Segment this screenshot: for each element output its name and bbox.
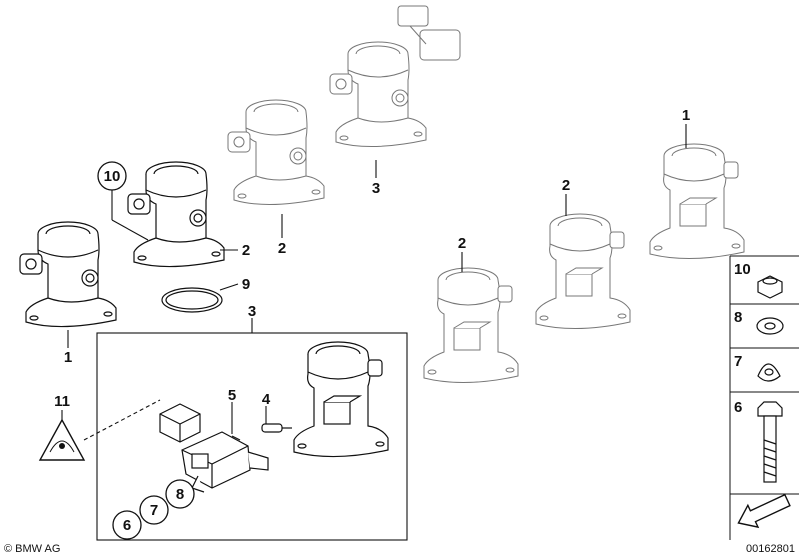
throttle-body-front-2 bbox=[127, 161, 225, 268]
callout-10: 10 bbox=[104, 168, 121, 185]
pin-4 bbox=[261, 423, 292, 433]
callout-circle-10 bbox=[97, 161, 127, 191]
washer-icon bbox=[756, 317, 784, 335]
arrow-icon bbox=[737, 493, 791, 529]
callout-circle-7 bbox=[139, 495, 169, 525]
leader-lines bbox=[61, 124, 687, 441]
throttle-sensor-ghost bbox=[397, 5, 461, 61]
legend-10: 10 bbox=[734, 261, 751, 278]
copyright-text: © BMW AG bbox=[4, 543, 60, 555]
throttle-body-ghost-2 bbox=[329, 41, 427, 148]
legend-6: 6 bbox=[734, 399, 742, 416]
callout-9: 9 bbox=[242, 276, 250, 293]
callout-3-top: 3 bbox=[372, 180, 380, 197]
callout-1-right: 1 bbox=[682, 107, 690, 124]
callout-2-b: 2 bbox=[278, 240, 286, 257]
legend-7: 7 bbox=[734, 353, 742, 370]
callout-circle-6 bbox=[112, 510, 142, 540]
callout-1-left: 1 bbox=[64, 349, 72, 366]
throttle-body-ghost-1 bbox=[227, 99, 325, 206]
callout-3-mid: 3 bbox=[248, 303, 256, 320]
throttle-body-front-1 bbox=[19, 221, 117, 328]
washer-parts bbox=[231, 435, 241, 441]
callout-5: 5 bbox=[228, 387, 236, 404]
callout-2-c: 2 bbox=[458, 235, 466, 252]
bolt-icon bbox=[757, 401, 783, 483]
throttle-body-kit bbox=[293, 341, 389, 458]
gasket-ring bbox=[161, 287, 223, 313]
callout-11: 11 bbox=[54, 393, 70, 410]
throttle-body-right-c bbox=[649, 143, 745, 260]
callout-6: 6 bbox=[123, 517, 131, 534]
legend-8: 8 bbox=[734, 309, 742, 326]
callout-8: 8 bbox=[176, 486, 184, 503]
callout-7: 7 bbox=[150, 502, 158, 519]
throttle-body-right-a bbox=[423, 267, 519, 384]
diagram-id: 00162801 bbox=[746, 543, 795, 555]
callout-2-a: 2 bbox=[242, 242, 250, 259]
sensor-plug bbox=[159, 403, 201, 443]
callout-2-d: 2 bbox=[562, 177, 570, 194]
callout-4: 4 bbox=[262, 391, 271, 408]
throttle-body-right-b bbox=[535, 213, 631, 330]
legend-column: 10 8 7 6 bbox=[729, 255, 799, 540]
nut-icon bbox=[757, 275, 783, 299]
idle-actuator bbox=[181, 431, 269, 493]
warning-triangle-icon bbox=[38, 418, 86, 461]
callout-circle-8 bbox=[165, 479, 195, 509]
spring-washer-icon bbox=[757, 363, 781, 382]
